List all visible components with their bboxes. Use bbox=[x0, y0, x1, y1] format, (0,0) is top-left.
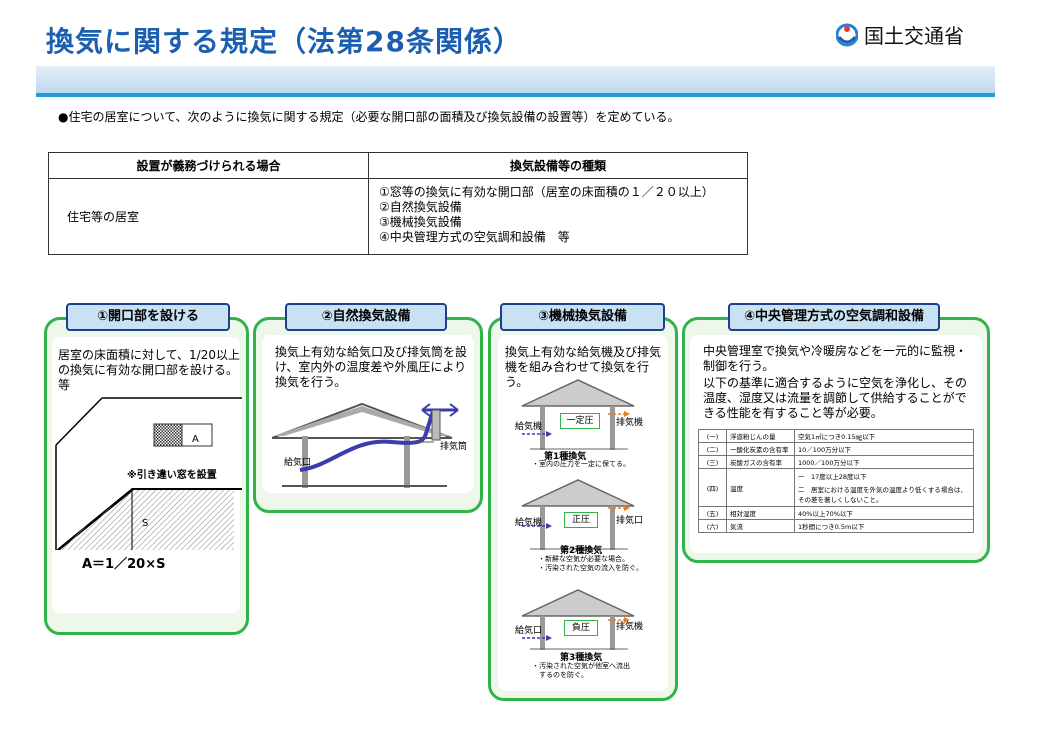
tab-mechanical: ③機械換気設備 bbox=[500, 303, 665, 331]
type2-name: 第2種換気 bbox=[560, 546, 603, 556]
type3-left-label: 給気口 bbox=[515, 626, 543, 636]
type2-desc1: ・新鮮な空気が必要な場合。 bbox=[538, 555, 629, 563]
criteria-item: 一酸化炭素の含有率 bbox=[726, 442, 795, 456]
type2-desc2: ・汚染された空気の流入を防ぐ。 bbox=[538, 564, 643, 572]
window-note: ※引き違い窓を設置 bbox=[127, 470, 217, 481]
criteria-no: (六) bbox=[698, 519, 727, 533]
panel-central-text2: 以下の基準に適合するように空気を浄化し、その温度、湿度又は流量を調節して供給する… bbox=[703, 376, 968, 420]
natural-ventilation-diagram bbox=[272, 402, 459, 488]
type2-box: 正圧 bbox=[564, 512, 598, 528]
criteria-no: (四) bbox=[698, 468, 727, 507]
type2-diagram bbox=[521, 479, 635, 550]
type3-diagram bbox=[521, 589, 635, 650]
criteria-no: (五) bbox=[698, 506, 727, 520]
criteria-row: (五) 相対湿度 40%以上70%以下 bbox=[698, 506, 974, 520]
criteria-value: 40%以上70%以下 bbox=[794, 506, 974, 520]
criteria-item: 浮遊粉じんの量 bbox=[726, 429, 795, 443]
panel-central-text1: 中央管理室で換気や冷暖房などを一元的に監視・制御を行う。 bbox=[703, 344, 968, 373]
summary-items-cell: ①窓等の換気に有効な開口部（居室の床面積の１／２０以上） ②自然換気設備 ③機械… bbox=[368, 178, 748, 255]
criteria-value: 空気1㎥につき0.15㎎以下 bbox=[794, 429, 974, 443]
panel-mechanical-text: 換気上有効な給気機及び排気機を組み合わせて換気を行う。 bbox=[505, 345, 662, 389]
summary-case-cell: 住宅等の居室 bbox=[48, 178, 369, 255]
type1-name: 第1種換気 bbox=[544, 452, 587, 462]
criteria-value-line: 一 17度以上28度以下 bbox=[798, 473, 867, 481]
ministry-name: 国土交通省 bbox=[864, 24, 964, 48]
criteria-row: (三) 炭酸ガスの含有率 1000／100万分以下 bbox=[698, 455, 974, 469]
criteria-row: (一) 浮遊粉じんの量 空気1㎥につき0.15㎎以下 bbox=[698, 429, 974, 443]
type1-right-label: 排気機 bbox=[616, 418, 644, 428]
criteria-item: 炭酸ガスの含有率 bbox=[726, 455, 795, 469]
criteria-value-line: 二 居室における温度を外気の温度より低くする場合は、その差を著しくしないこと。 bbox=[798, 486, 967, 504]
summary-item: ②自然換気設備 bbox=[379, 200, 462, 214]
ministry-logo: 国土交通省 bbox=[836, 20, 964, 49]
criteria-no: (一) bbox=[698, 429, 727, 443]
criteria-row: (二) 一酸化炭素の含有率 10／100万分以下 bbox=[698, 442, 974, 456]
type1-desc: ・室内の圧力を一定に保てる。 bbox=[532, 460, 630, 468]
mlit-emblem-icon bbox=[836, 23, 858, 46]
type3-right-label: 排気機 bbox=[616, 622, 644, 632]
summary-item: ③機械換気設備 bbox=[379, 215, 462, 229]
title-band bbox=[36, 66, 995, 96]
room-opening-diagram bbox=[55, 397, 242, 550]
formula: A＝1／20×S bbox=[82, 557, 166, 572]
criteria-row: (六) 気流 1秒間につき0.5m以下 bbox=[698, 519, 974, 533]
criteria-value: 1000／100万分以下 bbox=[794, 455, 974, 469]
type3-desc1: ・汚染された空気が他室へ流出 bbox=[532, 662, 630, 670]
type3-desc2: するのを防ぐ。 bbox=[532, 671, 588, 679]
natural-stack-label: 排気筒 bbox=[440, 442, 468, 452]
type1-diagram bbox=[521, 379, 635, 450]
summary-item: ④中央管理方式の空気調和設備 等 bbox=[379, 230, 570, 244]
tab-central-hvac: ④中央管理方式の空気調和設備 bbox=[728, 303, 940, 331]
criteria-value: 一 17度以上28度以下 二 居室における温度を外気の温度より低くする場合は、そ… bbox=[794, 468, 974, 507]
type1-box: 一定圧 bbox=[560, 413, 600, 429]
type2-right-label: 排気口 bbox=[616, 516, 644, 526]
criteria-no: (三) bbox=[698, 455, 727, 469]
type3-name: 第3種換気 bbox=[560, 653, 603, 663]
criteria-no: (二) bbox=[698, 442, 727, 456]
floor-label-s: S bbox=[142, 518, 149, 529]
title-band-line bbox=[36, 93, 995, 97]
page-title: 換気に関する規定（法第28条関係） bbox=[46, 25, 522, 58]
intro-text: ●住宅の居室について、次のように換気に関する規定（必要な開口部の面積及び換気設備… bbox=[58, 110, 680, 124]
criteria-item: 相対湿度 bbox=[726, 506, 795, 520]
criteria-value: 1秒間につき0.5m以下 bbox=[794, 519, 974, 533]
criteria-item: 気流 bbox=[726, 519, 795, 533]
criteria-value: 10／100万分以下 bbox=[794, 442, 974, 456]
tab-natural: ②自然換気設備 bbox=[285, 303, 447, 331]
criteria-row: (四) 温度 一 17度以上28度以下 二 居室における温度を外気の温度より低く… bbox=[698, 468, 974, 507]
panel-opening-text: 居室の床面積に対して、1/20以上の換気に有効な開口部を設ける。 等 bbox=[58, 348, 240, 392]
panel-natural-text: 換気上有効な給気口及び排気筒を設け、室内外の温度差や外風圧により換気を行う。 bbox=[275, 345, 468, 389]
type2-left-label: 給気機 bbox=[515, 518, 543, 528]
criteria-item: 温度 bbox=[726, 468, 795, 507]
summary-col2-header: 換気設備等の種類 bbox=[368, 152, 748, 179]
tab-opening: ①開口部を設ける bbox=[66, 303, 230, 331]
type1-left-label: 給気機 bbox=[515, 422, 543, 432]
criteria-table: (一) 浮遊粉じんの量 空気1㎥につき0.15㎎以下 (二) 一酸化炭素の含有率… bbox=[698, 429, 974, 533]
natural-inlet-label: 給気口 bbox=[284, 458, 312, 468]
summary-table: 設置が義務づけられる場合 換気設備等の種類 住宅等の居室 ①窓等の換気に有効な開… bbox=[48, 152, 748, 255]
type3-box: 負圧 bbox=[564, 620, 598, 636]
summary-item: ①窓等の換気に有効な開口部（居室の床面積の１／２０以上） bbox=[379, 185, 714, 199]
summary-col1-header: 設置が義務づけられる場合 bbox=[48, 152, 369, 179]
window-label-a: A bbox=[192, 434, 199, 445]
